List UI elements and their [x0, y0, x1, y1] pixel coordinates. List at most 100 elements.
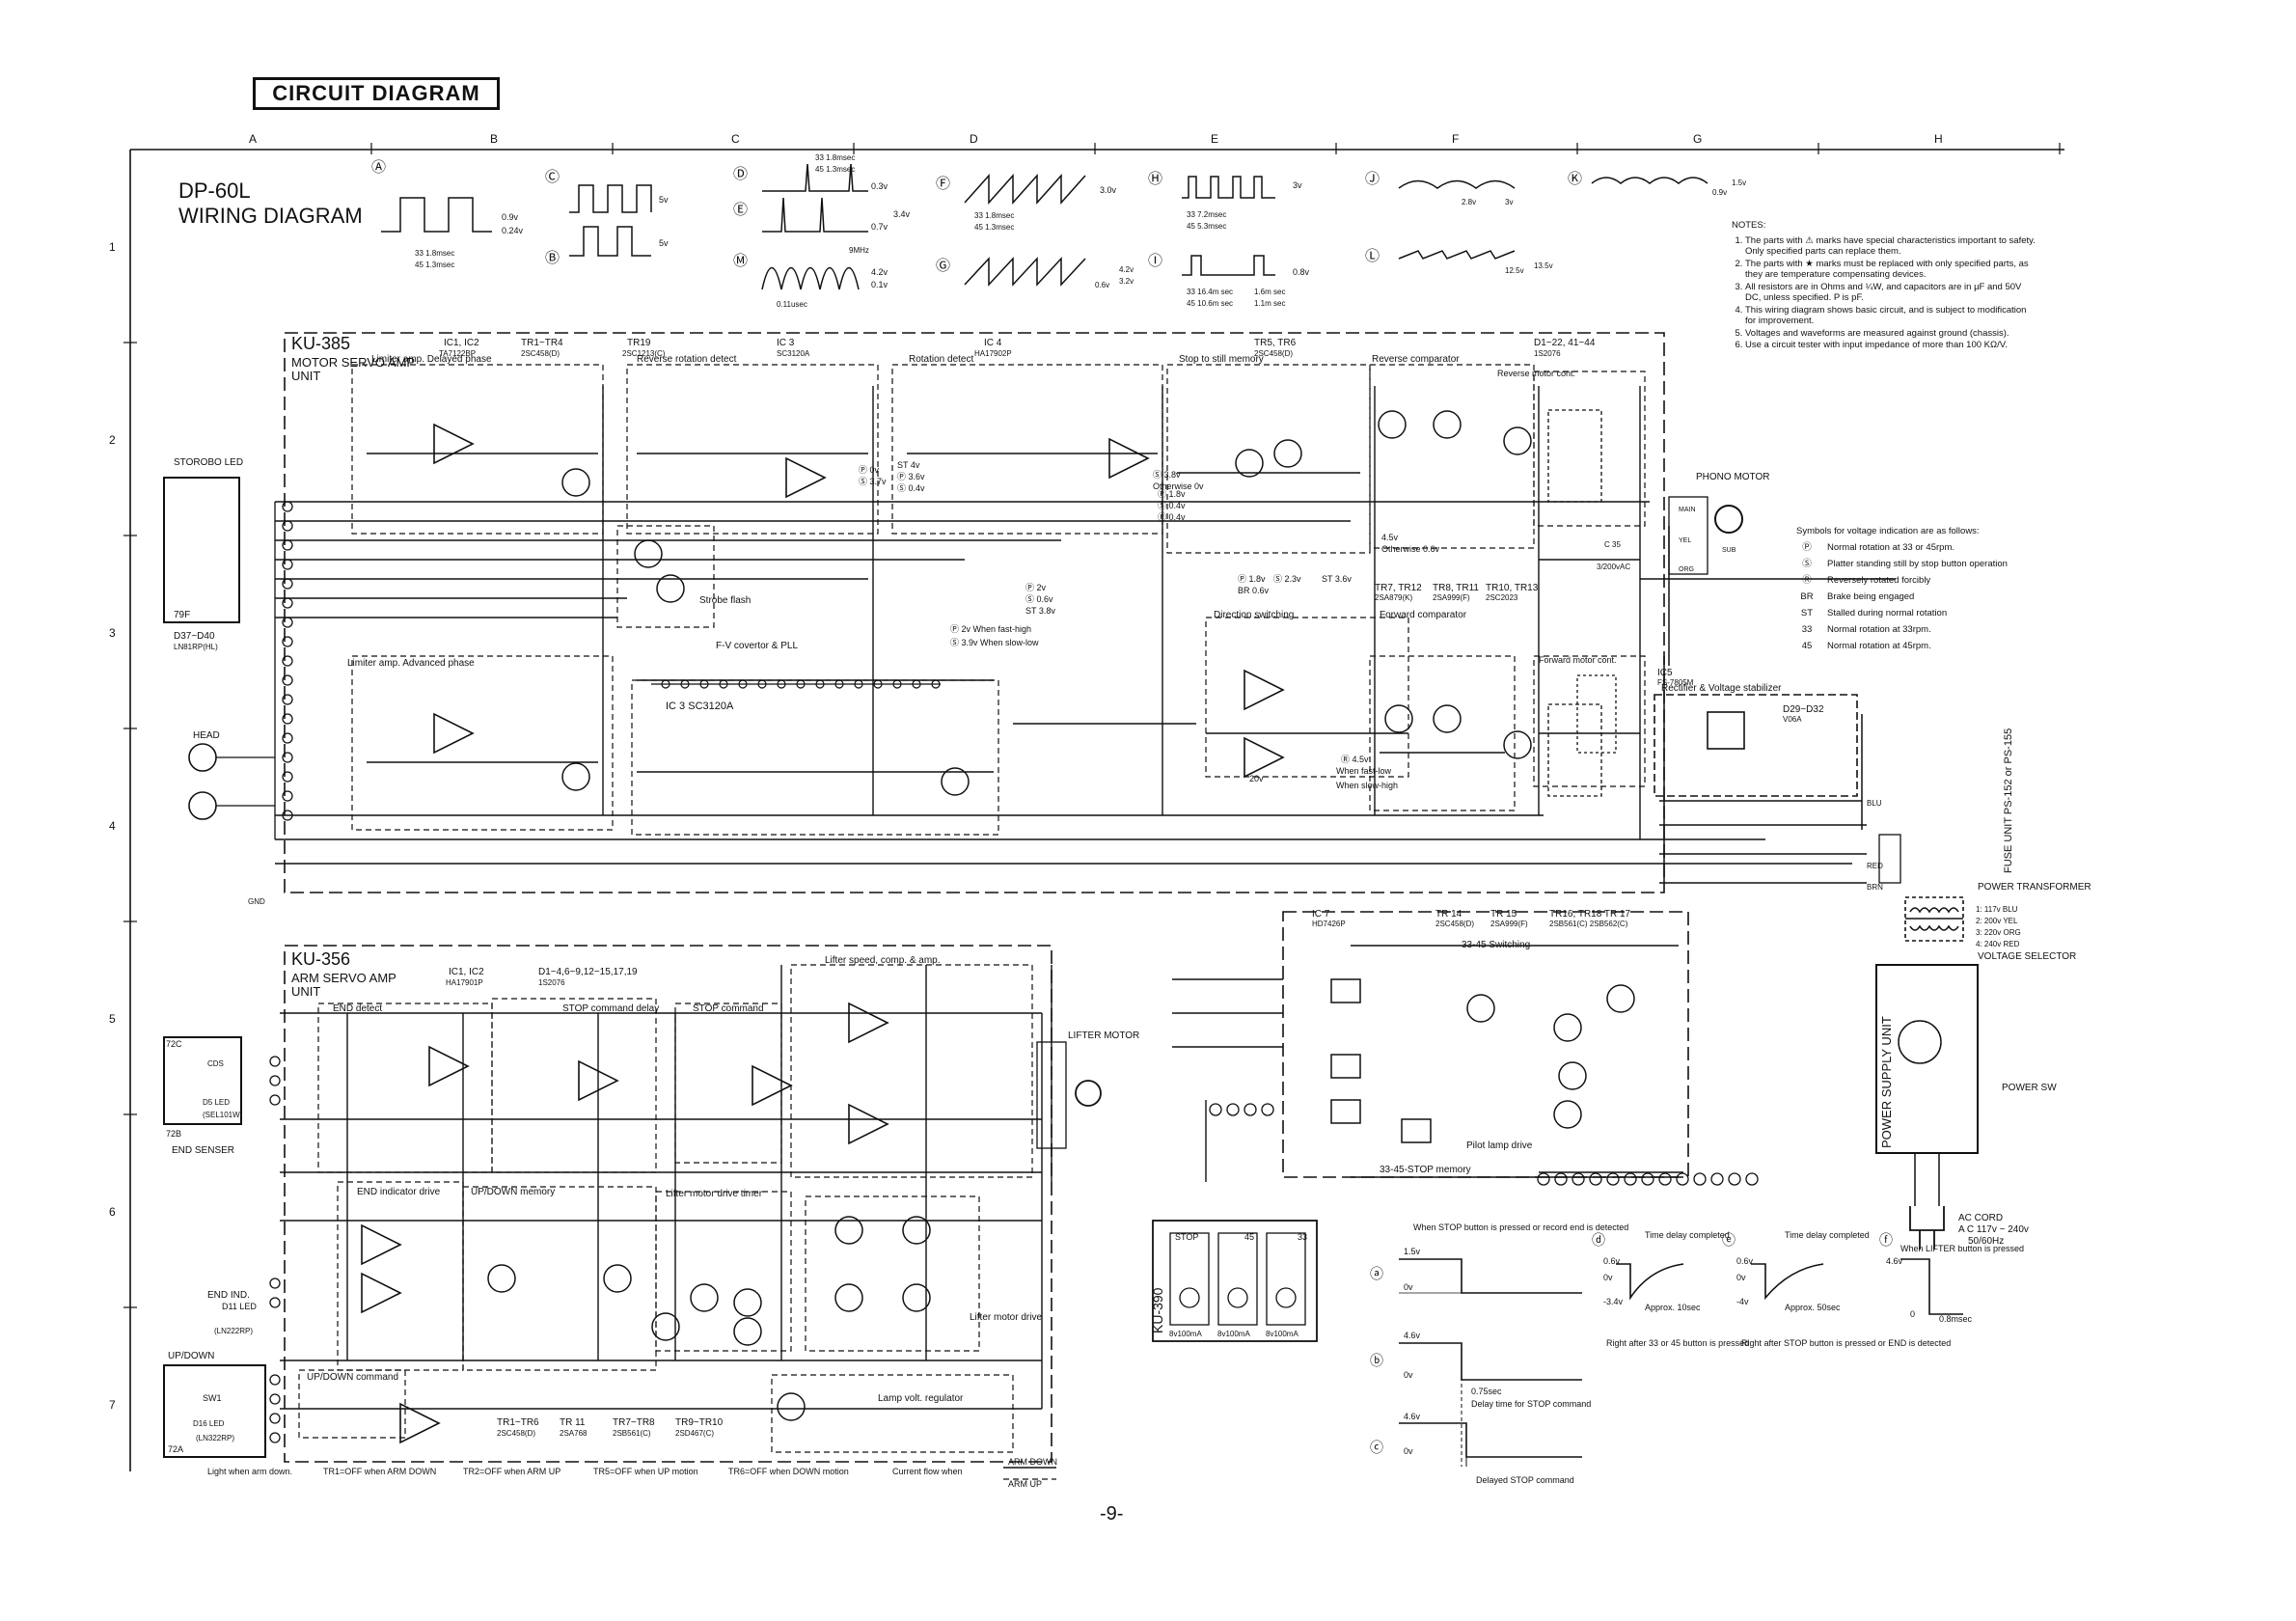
part-header: V06A — [1783, 715, 1802, 724]
note-item: This wiring diagram shows basic circuit,… — [1745, 305, 2036, 327]
timing-value: -3.4v — [1603, 1297, 1624, 1306]
timing-wave-c — [1399, 1422, 1582, 1458]
block-label: Direction switching — [1214, 610, 1294, 620]
grid-col-label: E — [1211, 132, 1218, 146]
component-label: POWER SW — [2002, 1083, 2057, 1093]
component-label: GND — [248, 897, 265, 906]
part-header: TR 11 — [560, 1417, 586, 1428]
waveform-value: 33 16.4m sec — [1187, 288, 1233, 296]
voltage-note: 4.5v — [1381, 533, 1399, 542]
timing-wave-f — [1900, 1258, 1963, 1315]
part-header: 2SB561(C) 2SB562(C) — [1549, 920, 1628, 928]
part-header: 2SC458(D) — [1254, 349, 1293, 358]
timing-value: Delay time for STOP command — [1471, 1399, 1591, 1409]
voltage-symbols-legend: Symbols for voltage indication are as fo… — [1796, 523, 2086, 654]
symbol-desc: Reversely rotated forcibly — [1827, 575, 1931, 586]
ku385-wiring — [275, 386, 1852, 865]
legend-text: ARM UP — [1008, 1479, 1042, 1489]
timing-value: 0v — [1603, 1273, 1613, 1282]
timing-value: 4.6v — [1404, 1412, 1421, 1421]
timing-value: 1.5v — [1404, 1247, 1421, 1256]
ku356-connector — [269, 1056, 281, 1443]
component-label: BLU — [1867, 799, 1882, 808]
voltage-note: Ⓟ 0v — [859, 465, 880, 475]
timing-value: 0v — [1404, 1282, 1413, 1292]
component-label: AC CORD — [1958, 1213, 2003, 1223]
block-label: Strobe flash — [699, 595, 751, 606]
symbol-desc: Stalled during normal rotation — [1827, 608, 1948, 618]
timing-value: Time delay completed — [1645, 1230, 1730, 1240]
waveform-h — [1182, 176, 1275, 199]
component-label: D37~D40 — [174, 631, 215, 642]
waveform-value: 4.2v — [1119, 265, 1134, 274]
grid-row-label: 7 — [109, 1398, 116, 1412]
waveform-value: 45 1.3msec — [415, 261, 454, 269]
component-label: LN81RP(HL) — [174, 643, 218, 651]
part-header: 2SD467(C) — [675, 1429, 714, 1438]
waveform-id: Ⓛ — [1365, 248, 1380, 264]
block-label: UP/DOWN command — [307, 1372, 398, 1383]
component-label: BRN — [1867, 883, 1883, 892]
part-header: TR16, TR18 TR 17 — [1549, 909, 1631, 920]
component-label: SUB — [1722, 547, 1736, 554]
legend-text: Light when arm down. — [207, 1467, 292, 1476]
part-header: D1~22, 41~44 — [1534, 338, 1596, 348]
notes-block: NOTES: The parts with ⚠ marks have speci… — [1732, 220, 2036, 352]
waveform-id: Ⓚ — [1568, 171, 1582, 187]
voltage-note: When fast-low — [1336, 766, 1392, 776]
waveform-value: 45 5.3msec — [1187, 222, 1226, 231]
part-header: D1~4,6~9,12~15,17,19 — [538, 967, 638, 977]
component-label: 1: 117v BLU — [1976, 905, 2018, 914]
model-name: DP-60L — [178, 179, 251, 203]
part-header: 2SA879(K) — [1375, 593, 1412, 602]
waveform-l — [1398, 250, 1516, 260]
waveform-value: 4.2v — [871, 267, 888, 277]
ku356-wiring — [280, 965, 1043, 1410]
waveform-g — [964, 257, 1086, 287]
voltage-note: Ⓢ 3.7v — [859, 477, 887, 486]
component-label: 72A — [168, 1444, 183, 1454]
part-header: IC 7 — [1312, 909, 1330, 920]
voltage-note: ST 3.6v — [1322, 574, 1352, 584]
grid-col-label: A — [249, 132, 257, 146]
timing-value: 0v — [1736, 1273, 1746, 1282]
block-label: Lifter motor drive — [970, 1312, 1042, 1323]
component-label: (LN222RP) — [214, 1327, 253, 1335]
timing-value: 0.6v — [1736, 1256, 1754, 1266]
waveform-id: Ⓗ — [1148, 171, 1162, 187]
timing-value: Approx. 10sec — [1645, 1303, 1701, 1312]
ic7-wiring — [1051, 945, 1683, 1182]
updown-frame — [163, 1364, 266, 1458]
waveform-value: 45 1.3msec — [815, 165, 855, 174]
block-label: Reverse rotation detect — [637, 354, 737, 365]
ku356-transistors — [487, 1216, 931, 1421]
voltage-note: Ⓢ 0.4v — [897, 483, 925, 493]
part-header: IC 3 — [777, 338, 795, 348]
ku356-outline — [284, 945, 1052, 1463]
power-wiring — [1640, 526, 1896, 884]
component-label: D16 LED — [193, 1419, 225, 1428]
part-header: TR7~TR8 — [613, 1417, 655, 1428]
waveform-c — [569, 184, 652, 213]
legend-text: Current flow when — [892, 1467, 963, 1476]
part-header: IC 3 SC3120A — [666, 701, 734, 712]
waveform-id: Ⓐ — [371, 159, 386, 176]
voltage-note: Ⓟ 1.8v — [1238, 574, 1266, 584]
block-label: Forward motor cont. — [1539, 655, 1617, 665]
waveform-value: 3.2v — [1119, 277, 1134, 286]
component-label: C 35 — [1604, 540, 1621, 549]
ku390-switches — [1169, 1232, 1306, 1326]
waveform-e — [762, 197, 868, 233]
ku385-desc: MOTOR SERVO AMP — [291, 355, 415, 370]
block-labels: Limiter amp. Delayed phase Reverse rotat… — [307, 354, 1782, 1404]
part-header: 2SA768 — [560, 1429, 588, 1438]
symbol-key: 45 — [1801, 641, 1813, 651]
voltage-note: Ⓡ 4.5v — [1341, 755, 1369, 764]
component-label: (SEL101W) — [203, 1111, 243, 1119]
part-header: 2SC458(D) — [1435, 920, 1474, 928]
part-header: 2SC458(D) — [497, 1429, 535, 1438]
timing-value: Time delay completed — [1785, 1230, 1870, 1240]
note-item: The parts with ⚠ marks have special char… — [1745, 235, 2036, 258]
